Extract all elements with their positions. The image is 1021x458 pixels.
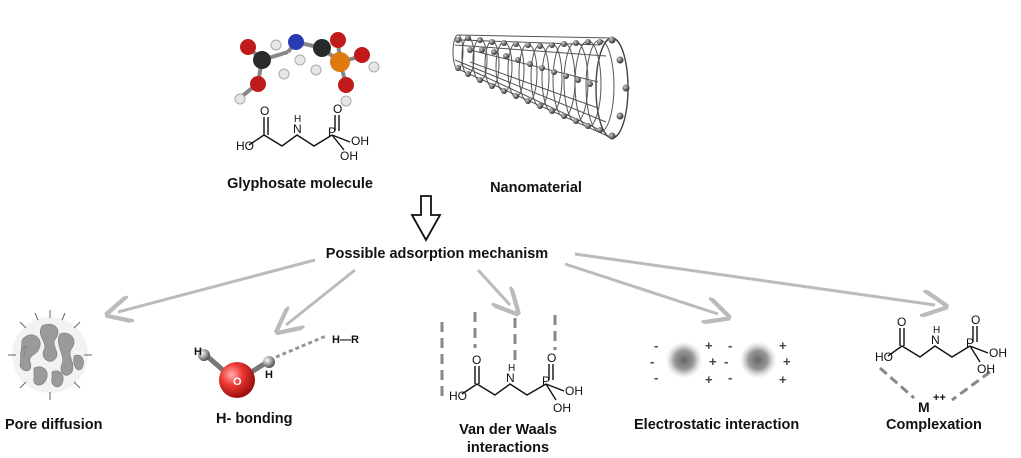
h-label: H — [933, 325, 940, 336]
minus-sign: - — [724, 354, 728, 369]
arrow-to-van-der-waals — [476, 268, 510, 305]
arrow-to-electrostatic — [564, 262, 718, 314]
o-label: O — [472, 353, 481, 367]
minus-sign: - — [728, 338, 732, 353]
p-label: P — [966, 336, 974, 350]
oh-label: OH — [565, 384, 583, 398]
p-label: P — [328, 125, 336, 139]
minus-sign: - — [650, 354, 654, 369]
h-label: H — [294, 114, 301, 125]
n-label: N — [293, 122, 302, 136]
nanomaterial-label: Nanomaterial — [490, 180, 582, 196]
n-label: N — [506, 371, 515, 385]
metal-label: M — [918, 399, 930, 415]
p-label: P — [542, 374, 550, 388]
o-label: O — [547, 351, 556, 365]
mechanism-label-h-bonding: H- bonding — [216, 411, 293, 427]
ball-and-stick-molecule-icon — [234, 32, 380, 107]
o-label: O — [897, 315, 906, 329]
arrow-to-h-bonding — [286, 268, 356, 325]
water-molecule-icon — [198, 334, 327, 398]
mechanism-label-complexation: Complexation — [886, 417, 982, 433]
vdw-label-line1: Van der Waals — [459, 422, 557, 438]
oxygen-atom-label: O — [233, 376, 242, 388]
oh-label: OH — [340, 149, 358, 163]
mechanism-arrows — [118, 252, 935, 325]
van-der-waals-dashes — [440, 312, 557, 398]
h-atom-label: H — [194, 346, 202, 358]
oh-label: OH — [351, 134, 369, 148]
down-arrow-icon — [410, 195, 442, 242]
h-label: H — [508, 363, 515, 374]
plus-sign: + — [779, 338, 787, 353]
arrow-to-complexation — [574, 252, 935, 305]
vdw-label-line2: interactions — [466, 440, 550, 456]
complexation-dashes — [879, 366, 991, 402]
plus-sign: + — [705, 372, 713, 387]
h-atom-label: H — [265, 369, 273, 381]
o-label: O — [971, 313, 980, 327]
nanotube-atoms — [455, 35, 630, 140]
oh-label: OH — [977, 362, 995, 376]
mechanism-label-electrostatic: Electrostatic interaction — [634, 417, 800, 433]
charge-sphere-right — [740, 342, 776, 378]
o-label: O — [260, 104, 269, 118]
plus-sign: + — [709, 354, 717, 369]
ho-label: HO — [875, 350, 893, 364]
o-label: O — [333, 102, 342, 116]
minus-sign: - — [654, 338, 658, 353]
plus-sign: + — [705, 338, 713, 353]
porous-particle-icon — [8, 310, 92, 400]
glyphosate-skeletal-structure — [248, 115, 351, 151]
mechanism-label-van-der-waals: Van der Waals interactions — [459, 421, 557, 457]
plus-sign: + — [783, 354, 791, 369]
oh-label: OH — [553, 401, 571, 415]
minus-sign: - — [654, 370, 658, 385]
plus-sign: + — [779, 372, 787, 387]
oh-label: OH — [989, 346, 1007, 360]
complexation-structure — [887, 326, 989, 363]
center-label: Possible adsorption mechanism — [325, 246, 549, 262]
ho-label: HO — [449, 389, 467, 403]
n-label: N — [931, 333, 940, 347]
vdw-glyphosate-structure — [461, 364, 565, 401]
arrow-to-pore-diffusion — [118, 258, 316, 312]
mechanism-label-pore-diffusion: Pore diffusion — [5, 417, 103, 433]
charge-sphere-left — [666, 342, 702, 378]
ho-label: HO — [236, 139, 254, 153]
h-r-label: H—R — [332, 334, 359, 346]
minus-sign: - — [728, 370, 732, 385]
metal-charge-label: ++ — [933, 392, 946, 404]
glyphosate-label: Glyphosate molecule — [227, 176, 373, 192]
